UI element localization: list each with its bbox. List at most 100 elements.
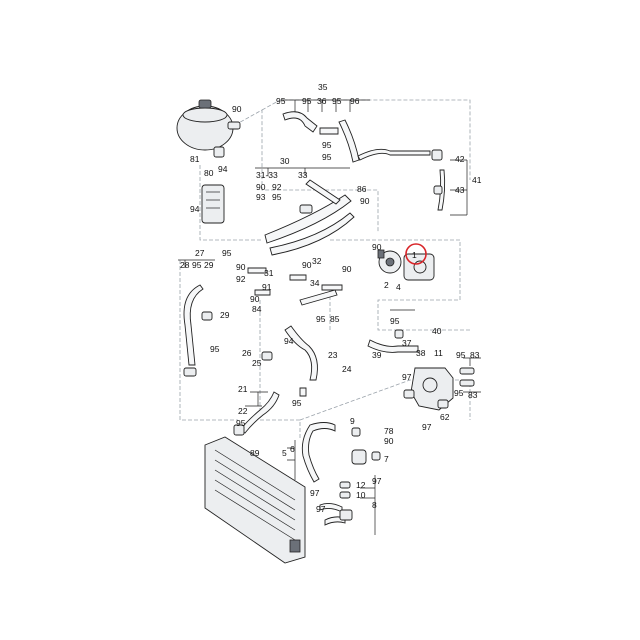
label-90: 90 — [384, 436, 394, 446]
label-91: 91 — [262, 282, 272, 292]
leader-lines — [178, 99, 481, 535]
label-97: 97 — [372, 476, 382, 486]
label-95: 95 — [322, 152, 332, 162]
label-9: 9 — [350, 416, 355, 426]
label-95: 95 — [192, 260, 202, 270]
label-31: 31 — [264, 268, 274, 278]
bottom-hoses-8 — [319, 481, 353, 526]
label-95: 95 — [292, 398, 302, 408]
label-21: 21 — [238, 384, 248, 394]
expansion-tank — [176, 99, 241, 158]
label-94: 94 — [218, 164, 228, 174]
label-37: 37 — [402, 338, 412, 348]
left-hose-27 — [183, 284, 213, 377]
label-11: 11 — [434, 348, 443, 358]
label-25: 25 — [252, 358, 262, 368]
coolant-pump — [377, 249, 435, 281]
label-2: 2 — [384, 280, 389, 290]
label-95: 95 — [456, 350, 466, 360]
label-43: 43 — [455, 185, 465, 195]
label-10: 10 — [356, 490, 366, 500]
label-23: 23 — [328, 350, 338, 360]
label-93: 93 — [256, 192, 266, 202]
label-26: 26 — [242, 348, 252, 358]
label-33: 33 — [298, 170, 308, 180]
label-36: 36 — [317, 96, 327, 106]
label-40: 40 — [432, 326, 442, 336]
label-24: 24 — [342, 364, 352, 374]
label-81: 81 — [190, 154, 200, 164]
label-97: 97 — [422, 422, 432, 432]
label-92: 92 — [236, 274, 246, 284]
label-39: 39 — [372, 350, 382, 360]
label-35: 35 — [318, 82, 328, 92]
label-95: 95 — [322, 140, 332, 150]
pipe-assembly-30 — [264, 179, 355, 256]
label-83: 83 — [470, 350, 480, 360]
label-31-33: 31-33 — [256, 170, 278, 180]
label-95: 95 — [454, 388, 464, 398]
label-4: 4 — [396, 282, 401, 292]
label-94: 94 — [284, 336, 294, 346]
label-90: 90 — [250, 294, 260, 304]
label-29: 29 — [204, 260, 214, 270]
label-80: 80 — [204, 168, 214, 178]
label-96: 96 — [350, 96, 360, 106]
label-34: 34 — [310, 278, 320, 288]
label-12: 12 — [356, 480, 366, 490]
label-90: 90 — [372, 242, 382, 252]
label-22: 22 — [238, 406, 248, 416]
label-95: 95 — [276, 96, 286, 106]
part-labels: 81 90 94 35 95 95 36 95 95 96 95 42 43 4… — [180, 82, 482, 514]
label-38: 38 — [416, 348, 426, 358]
label-29: 29 — [220, 310, 230, 320]
heat-exchanger-80 — [201, 184, 225, 224]
label-90: 90 — [360, 196, 370, 206]
label-78: 78 — [384, 426, 394, 436]
label-90: 90 — [236, 262, 246, 272]
label-32: 32 — [312, 256, 322, 266]
label-95: 95 — [332, 96, 342, 106]
label-84: 84 — [252, 304, 262, 314]
label-90: 90 — [342, 264, 352, 274]
radiator — [204, 436, 306, 564]
label-95: 95 — [302, 96, 312, 106]
label-92: 92 — [272, 182, 282, 192]
middle-hoses-84-23 — [261, 325, 318, 397]
label-97: 97 — [310, 488, 320, 498]
label-95: 95 — [316, 314, 326, 324]
label-1: 1 — [412, 250, 417, 260]
label-85: 85 — [330, 314, 340, 324]
label-97: 97 — [402, 372, 412, 382]
thermostat-housing-38 — [403, 367, 475, 411]
label-94: 94 — [190, 204, 200, 214]
lower-hoses-21 — [233, 391, 280, 436]
label-6: 6 — [290, 444, 295, 454]
label-95: 95 — [390, 316, 400, 326]
label-30: 30 — [280, 156, 290, 166]
label-89: 89 — [250, 448, 260, 458]
label-28: 28 — [180, 260, 190, 270]
label-41: 41 — [472, 175, 482, 185]
label-7: 7 — [384, 454, 389, 464]
upper-hoses-35 — [282, 111, 446, 211]
label-95: 95 — [272, 192, 282, 202]
label-95: 95 — [210, 344, 220, 354]
label-95: 95 — [222, 248, 232, 258]
label-83: 83 — [468, 390, 478, 400]
label-86: 86 — [357, 184, 367, 194]
label-5: 5 — [282, 448, 287, 458]
label-90: 90 — [232, 104, 242, 114]
label-97: 97 — [316, 504, 326, 514]
label-42: 42 — [455, 154, 465, 164]
lower-hoses-5-6 — [301, 422, 381, 483]
label-90: 90 — [256, 182, 266, 192]
highlight-circle — [405, 243, 427, 265]
label-8: 8 — [372, 500, 377, 510]
right-hose-37 — [367, 329, 419, 353]
label-27: 27 — [195, 248, 205, 258]
small-hoses-middle — [247, 267, 343, 306]
label-95: 95 — [236, 418, 246, 428]
label-62: 62 — [440, 412, 450, 422]
